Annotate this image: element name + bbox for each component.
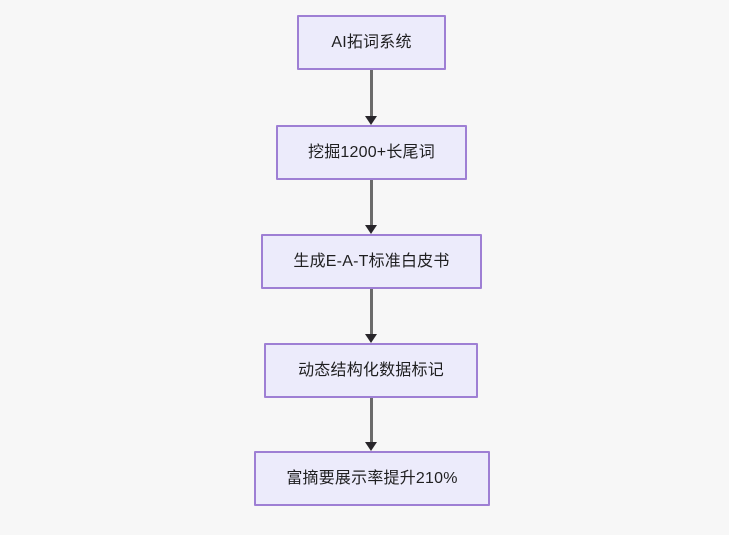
flow-node-ai-keyword-system[interactable]: AI拓词系统 xyxy=(297,15,446,70)
flow-edge-line xyxy=(369,70,373,117)
flow-edge-node1-node2 xyxy=(365,70,377,125)
flow-edge-node3-node4 xyxy=(365,289,377,343)
flow-node-label: 生成E-A-T标准白皮书 xyxy=(293,252,450,270)
flow-edge-node4-node5 xyxy=(365,398,377,451)
flow-node-label: 动态结构化数据标记 xyxy=(298,361,444,379)
flow-node-generate-eat-whitepaper[interactable]: 生成E-A-T标准白皮书 xyxy=(261,234,482,289)
flow-edge-line xyxy=(369,180,373,226)
arrow-down-icon xyxy=(365,116,377,125)
flow-node-rich-snippet-impression-lift[interactable]: 富摘要展示率提升210% xyxy=(254,451,490,506)
flow-edge-line xyxy=(369,289,373,335)
flow-edge-line xyxy=(369,398,373,443)
flow-node-mine-longtail-keywords[interactable]: 挖掘1200+长尾词 xyxy=(276,125,467,180)
arrow-down-icon xyxy=(365,334,377,343)
flow-node-dynamic-structured-data-markup[interactable]: 动态结构化数据标记 xyxy=(264,343,478,398)
flow-node-label: 富摘要展示率提升210% xyxy=(286,469,458,487)
flow-node-label: AI拓词系统 xyxy=(331,33,412,51)
flow-node-label: 挖掘1200+长尾词 xyxy=(308,143,435,161)
arrow-down-icon xyxy=(365,225,377,234)
arrow-down-icon xyxy=(365,442,377,451)
flow-edge-node2-node3 xyxy=(365,180,377,234)
